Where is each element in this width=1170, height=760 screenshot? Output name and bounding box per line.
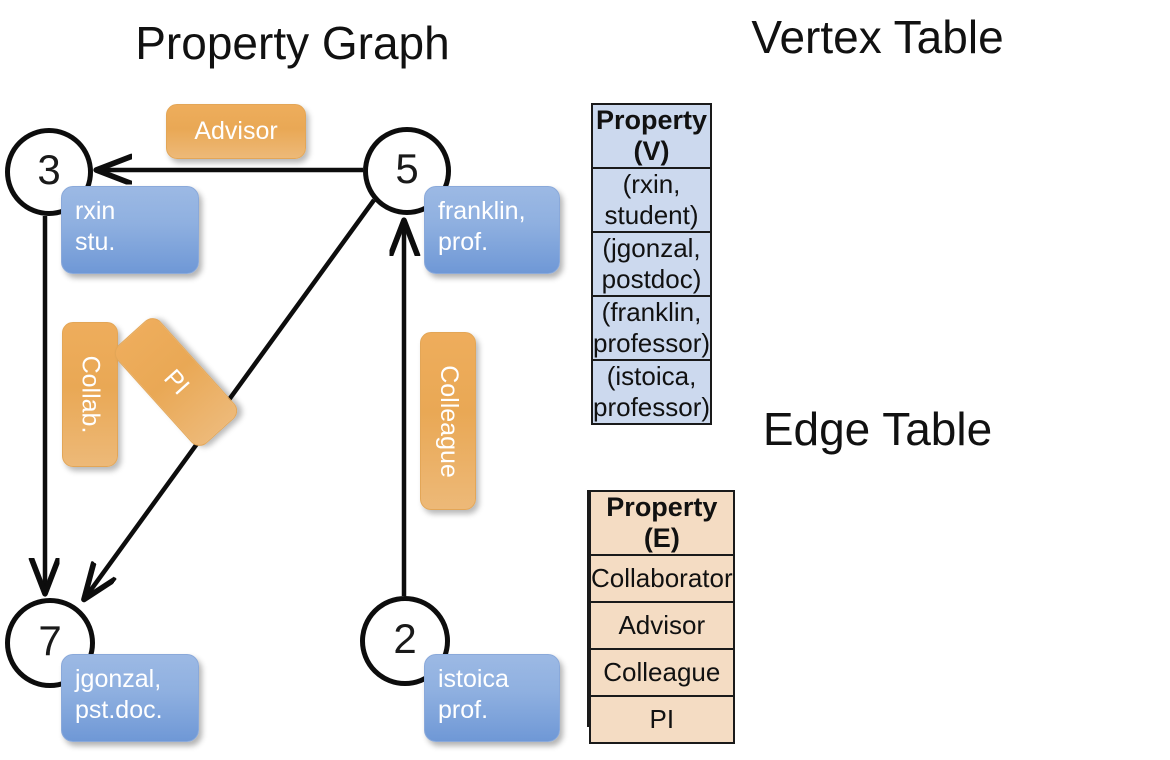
graph-node-7-label: 7 <box>38 617 62 664</box>
edge-table-cell-property: PI <box>589 695 735 744</box>
edge-table-cell-property: Advisor <box>589 601 735 650</box>
page-title-edge-table: Edge Table <box>762 403 993 455</box>
table-row: Colleague <box>589 648 735 697</box>
edge-label-box-advisor[interactable]: Advisor <box>166 104 306 159</box>
edge-label-pi-text: PI <box>158 363 195 400</box>
table-row: Advisor <box>589 601 735 650</box>
vertex-table-property-column: Property (V) (rxin, student) (jgonzal, p… <box>590 103 713 425</box>
table-row: Property (E) <box>589 490 735 556</box>
table-row: (istoica, professor) <box>590 359 713 425</box>
vertex-property-franklin-line2: prof. <box>438 227 489 256</box>
vertex-property-franklin-line1: franklin, <box>438 197 526 225</box>
vertex-property-rxin-line2: stu. <box>75 227 116 256</box>
vertex-table-cell-property: (istoica, professor) <box>590 359 713 425</box>
table-row: (jgonzal, postdoc) <box>590 231 713 297</box>
edge-table-property-column: Property (E) Collaborator Advisor Collea… <box>589 490 735 744</box>
table-row: (franklin, professor) <box>590 295 713 361</box>
page-title-property-graph: Property Graph <box>135 17 450 69</box>
vertex-property-istoica-line1: istoica <box>438 665 509 693</box>
table-row: Collaborator <box>589 554 735 603</box>
page-title-vertex-table: Vertex Table <box>751 11 1004 63</box>
table-row: Property (V) <box>590 103 713 169</box>
vertex-table-cell-property: (franklin, professor) <box>590 295 713 361</box>
edge-label-collab-text: Collab. <box>76 355 105 434</box>
vertex-property-jgonzal-line2: pst.doc. <box>75 695 163 724</box>
vertex-property-box-istoica[interactable]: istoica prof. <box>424 654 560 742</box>
edge-table-cell-property: Colleague <box>589 648 735 697</box>
table-row: PI <box>589 695 735 744</box>
vertex-property-box-rxin[interactable]: rxin stu. <box>61 186 199 274</box>
vertex-property-box-franklin[interactable]: franklin, prof. <box>424 186 560 274</box>
edge-label-advisor-text: Advisor <box>194 117 278 145</box>
edge-label-box-colleague[interactable]: Colleague <box>420 332 476 510</box>
edge-table-cell-property: Collaborator <box>589 554 735 603</box>
vertex-table-header-property: Property (V) <box>590 103 713 169</box>
vertex-property-box-jgonzal[interactable]: jgonzal, pst.doc. <box>61 654 199 742</box>
table-row: (rxin, student) <box>590 167 713 233</box>
vertex-property-rxin-line1: rxin <box>75 197 116 225</box>
edge-label-box-collab[interactable]: Collab. <box>62 322 118 467</box>
vertex-property-istoica-line2: prof. <box>438 695 489 724</box>
graph-node-5-label: 5 <box>395 145 419 192</box>
graph-node-2-label: 2 <box>393 615 417 662</box>
graph-node-3-label: 3 <box>37 146 61 193</box>
edge-table-header-property: Property (E) <box>589 490 735 556</box>
vertex-property-jgonzal-line1: jgonzal, <box>75 665 162 693</box>
edge-label-colleague-text: Colleague <box>434 364 463 478</box>
vertex-table-cell-property: (jgonzal, postdoc) <box>590 231 713 297</box>
vertex-table-cell-property: (rxin, student) <box>590 167 713 233</box>
